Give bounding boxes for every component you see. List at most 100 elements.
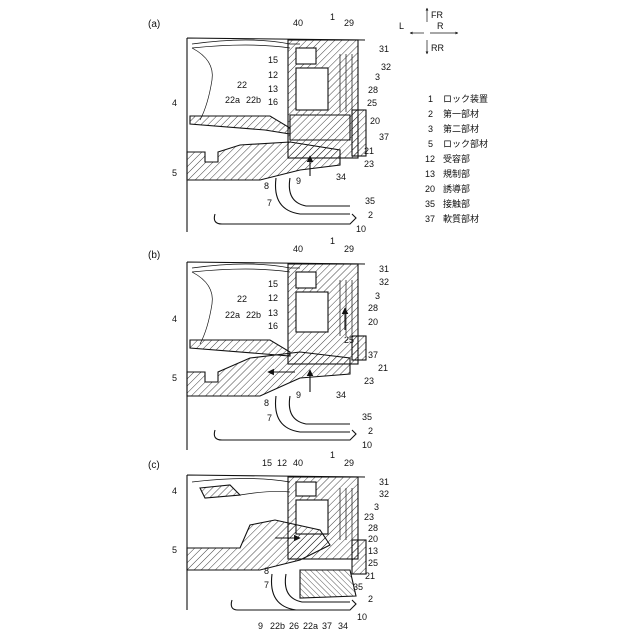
svg-text:第一部材: 第一部材 <box>443 108 479 119</box>
svg-text:誘導部: 誘導部 <box>443 183 470 194</box>
svg-text:受容部: 受容部 <box>443 153 470 164</box>
panel-b-label: (b) <box>148 250 160 261</box>
svg-text:20: 20 <box>425 184 435 194</box>
label-37: 37 <box>368 350 378 360</box>
label-3: 3 <box>374 502 379 512</box>
label-37: 37 <box>379 132 389 142</box>
svg-text:35: 35 <box>425 199 435 209</box>
label-22a: 22a <box>225 95 240 105</box>
label-28: 28 <box>368 85 378 95</box>
label-7: 7 <box>267 198 272 208</box>
label-31: 31 <box>379 44 389 54</box>
legend-row: 3 第二部材 <box>428 123 479 134</box>
label-4: 4 <box>172 486 177 496</box>
svg-text:接触部: 接触部 <box>443 198 470 209</box>
legend-row: 35 接触部 <box>425 198 470 209</box>
panel-a: (a) 40 1 29 31 15 32 12 3 22 22a <box>148 12 391 234</box>
legend-row: 1 ロック装置 <box>428 93 488 104</box>
label-22b: 22b <box>246 310 261 320</box>
svg-text:ロック装置: ロック装置 <box>443 93 488 104</box>
label-37: 37 <box>322 621 332 631</box>
label-20: 20 <box>368 534 378 544</box>
legend-row: 12 受容部 <box>425 153 470 164</box>
label-3: 3 <box>375 72 380 82</box>
legend-row: 13 規制部 <box>425 168 470 179</box>
label-1: 1 <box>330 236 335 246</box>
label-21: 21 <box>365 571 375 581</box>
label-22a: 22a <box>303 621 318 631</box>
label-20: 20 <box>368 317 378 327</box>
label-7: 7 <box>264 580 269 590</box>
svg-text:5: 5 <box>428 139 433 149</box>
label-34: 34 <box>336 390 346 400</box>
label-25: 25 <box>368 558 378 568</box>
label-8: 8 <box>264 566 269 576</box>
label-5: 5 <box>172 545 177 555</box>
label-4: 4 <box>172 314 177 324</box>
label-5: 5 <box>172 373 177 383</box>
label-28: 28 <box>368 303 378 313</box>
panel-a-label: (a) <box>148 19 160 30</box>
label-35: 35 <box>362 412 372 422</box>
svg-text:12: 12 <box>425 154 435 164</box>
legend-row: 2 第一部材 <box>428 108 479 119</box>
label-21: 21 <box>364 146 374 156</box>
label-29: 29 <box>344 18 354 28</box>
label-22: 22 <box>237 80 247 90</box>
label-15: 15 <box>268 279 278 289</box>
legend-row: 37 軟質部材 <box>425 213 479 224</box>
svg-text:第二部材: 第二部材 <box>443 123 479 134</box>
label-22: 22 <box>237 294 247 304</box>
label-2: 2 <box>368 210 373 220</box>
label-32: 32 <box>379 277 389 287</box>
label-28: 28 <box>368 523 378 533</box>
label-35: 35 <box>365 196 375 206</box>
label-40: 40 <box>293 458 303 468</box>
direction-indicator: FR RR L R <box>399 8 458 54</box>
label-10: 10 <box>357 612 367 622</box>
svg-text:13: 13 <box>425 169 435 179</box>
svg-text:規制部: 規制部 <box>443 168 470 179</box>
label-3: 3 <box>375 291 380 301</box>
label-10: 10 <box>356 224 366 234</box>
label-40: 40 <box>293 18 303 28</box>
svg-text:1: 1 <box>428 94 433 104</box>
label-13: 13 <box>268 308 278 318</box>
label-34: 34 <box>336 172 346 182</box>
panel-c-label: (c) <box>148 460 160 471</box>
dir-rr-label: RR <box>431 43 444 53</box>
label-29: 29 <box>344 458 354 468</box>
label-2: 2 <box>368 426 373 436</box>
label-29: 29 <box>344 244 354 254</box>
label-8: 8 <box>264 398 269 408</box>
label-13: 13 <box>268 84 278 94</box>
label-8: 8 <box>264 181 269 191</box>
panel-c: (c) 15 12 40 1 29 31 4 32 3 23 28 5 20 1… <box>148 450 389 631</box>
label-22a: 22a <box>225 310 240 320</box>
svg-text:軟質部材: 軟質部材 <box>443 213 479 224</box>
svg-text:37: 37 <box>425 214 435 224</box>
label-2: 2 <box>368 594 373 604</box>
label-26: 26 <box>289 621 299 631</box>
label-22b: 22b <box>246 95 261 105</box>
label-9: 9 <box>296 390 301 400</box>
label-22b: 22b <box>270 621 285 631</box>
label-20: 20 <box>370 116 380 126</box>
label-1: 1 <box>330 12 335 22</box>
reference-legend: 1 ロック装置 2 第一部材 3 第二部材 5 ロック部材 12 受容部 13 … <box>425 93 488 224</box>
label-23: 23 <box>364 159 374 169</box>
label-23: 23 <box>364 512 374 522</box>
label-12: 12 <box>268 293 278 303</box>
label-15: 15 <box>262 458 272 468</box>
label-23: 23 <box>364 376 374 386</box>
label-1: 1 <box>330 450 335 460</box>
svg-text:ロック部材: ロック部材 <box>443 138 488 149</box>
label-13: 13 <box>368 546 378 556</box>
label-35: 35 <box>353 582 363 592</box>
panel-b: (b) 40 1 29 31 15 32 12 3 22 22a 22b 28 … <box>148 236 389 450</box>
legend-row: 20 誘導部 <box>425 183 470 194</box>
dir-fr-label: FR <box>431 10 443 20</box>
label-31: 31 <box>379 477 389 487</box>
label-40: 40 <box>293 244 303 254</box>
